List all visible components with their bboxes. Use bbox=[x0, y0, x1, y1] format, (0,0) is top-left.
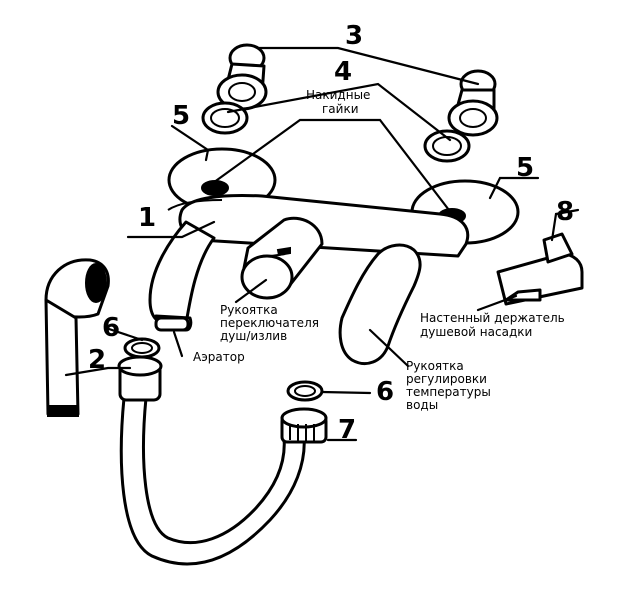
callout-3: 3 bbox=[345, 21, 363, 51]
callout-6-left: 6 bbox=[102, 313, 120, 343]
leader-6a bbox=[104, 326, 144, 342]
gasket-left-inner bbox=[210, 108, 240, 128]
callout-5-left: 5 bbox=[172, 101, 190, 131]
label-switch-line-2: переключателя bbox=[220, 316, 319, 330]
washer-left-inner bbox=[131, 342, 153, 354]
shower-head bbox=[44, 258, 110, 417]
gasket-right bbox=[423, 129, 471, 163]
leader-holder bbox=[476, 294, 518, 312]
leader-aerator bbox=[172, 330, 184, 358]
label-temp-line-2: регулировки bbox=[406, 372, 487, 386]
eccentric-fitting-right bbox=[447, 69, 499, 137]
label-holder-line-1: Настенный держатель bbox=[420, 311, 565, 325]
callout-6-right: 6 bbox=[376, 377, 394, 407]
callout-7: 7 bbox=[338, 415, 356, 445]
leader-nuts bbox=[204, 118, 454, 216]
label-switch-line-3: душ/излив bbox=[220, 329, 287, 343]
label-holder-line-2: душевой насадки bbox=[420, 325, 532, 339]
leader-6b bbox=[320, 390, 372, 395]
label-temp-line-3: температуры bbox=[406, 385, 491, 399]
leader-1 bbox=[126, 220, 216, 239]
leader-8 bbox=[550, 208, 580, 242]
mixer-body bbox=[148, 194, 470, 332]
label-nuts: Накидные гайки bbox=[306, 88, 370, 116]
washer-right bbox=[286, 380, 324, 402]
wall-holder bbox=[496, 232, 584, 306]
label-switch-handle: Рукоятка переключателя душ/излив bbox=[220, 303, 319, 343]
label-switch-line-1: Рукоятка bbox=[220, 303, 278, 317]
eccentric-fitting-left bbox=[216, 43, 268, 111]
leader-5b bbox=[488, 176, 540, 200]
callout-2: 2 bbox=[88, 345, 106, 375]
label-temp-line-4: воды bbox=[406, 398, 438, 412]
shower-hose bbox=[117, 355, 328, 566]
leader-temp bbox=[368, 328, 410, 368]
leader-4 bbox=[226, 82, 452, 142]
gasket-left bbox=[201, 101, 249, 135]
callout-4: 4 bbox=[334, 57, 352, 87]
callout-1: 1 bbox=[138, 203, 156, 233]
leader-switch bbox=[234, 278, 268, 304]
label-temperature-handle: Рукоятка регулировки температуры воды bbox=[406, 359, 491, 412]
label-nuts-line-2: гайки bbox=[322, 102, 359, 116]
washer-left bbox=[123, 337, 161, 359]
label-wall-holder: Настенный держатель душевой насадки bbox=[420, 311, 565, 339]
temperature-lever bbox=[338, 243, 422, 365]
washer-right-inner bbox=[294, 385, 316, 397]
label-nuts-line-1: Накидные bbox=[306, 88, 370, 102]
leader-3 bbox=[256, 46, 480, 86]
callout-5-right: 5 bbox=[516, 153, 534, 183]
label-aerator: Аэратор bbox=[193, 350, 245, 364]
label-temp-line-1: Рукоятка bbox=[406, 359, 464, 373]
callout-8: 8 bbox=[556, 197, 574, 227]
leader-2 bbox=[64, 366, 132, 377]
leader-5a bbox=[170, 124, 210, 162]
